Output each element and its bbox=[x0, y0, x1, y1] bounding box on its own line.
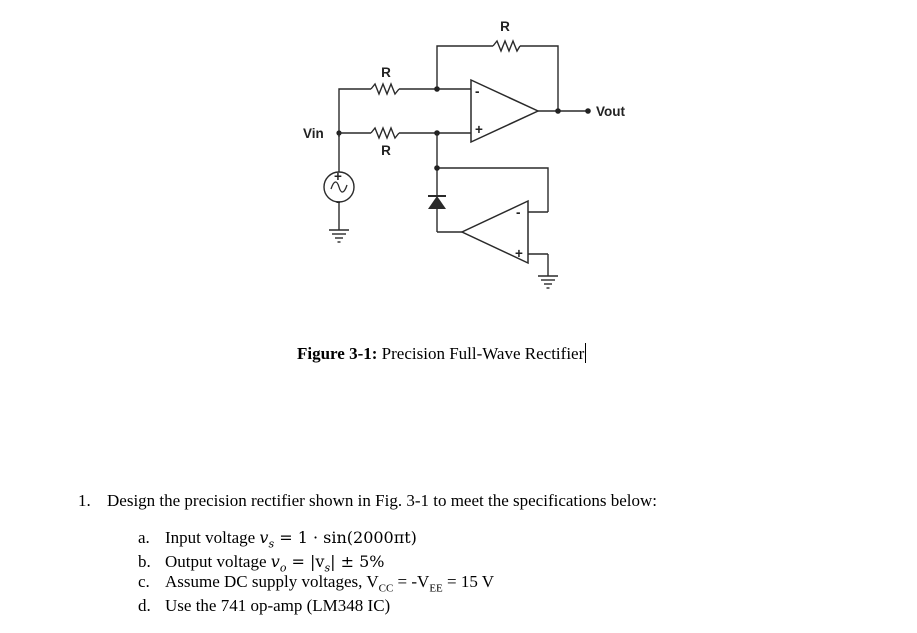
resistor-top bbox=[338, 82, 471, 137]
resistor-bottom bbox=[339, 126, 471, 140]
item-text-a: Assume DC supply voltages, V bbox=[165, 572, 379, 591]
question-text: Design the precision rectifier shown in … bbox=[107, 491, 658, 510]
list-item-d: d. Use the 741 op-amp (LM348 IC) bbox=[138, 596, 390, 616]
vout-terminal bbox=[585, 108, 591, 114]
item-letter: d. bbox=[138, 596, 151, 615]
junction-node-diode bbox=[434, 165, 440, 171]
source-plus: + bbox=[334, 169, 342, 184]
r-top-label: R bbox=[381, 65, 391, 80]
r-feedback-label: R bbox=[500, 19, 510, 34]
caption-text: Precision Full-Wave Rectifier bbox=[377, 344, 585, 363]
diode-branch bbox=[436, 133, 549, 233]
item-text: Output voltage bbox=[165, 552, 271, 571]
opamp1-plus: + bbox=[475, 122, 483, 137]
ac-source bbox=[323, 133, 355, 230]
text-cursor bbox=[585, 343, 587, 363]
math-sub: s bbox=[268, 537, 275, 551]
caption-prefix: Figure 3-1: bbox=[297, 344, 378, 363]
vee-sub: EE bbox=[429, 582, 443, 595]
math-end: | ± 5% bbox=[330, 552, 385, 571]
vin-label: Vin bbox=[303, 126, 324, 141]
opamp-secondary bbox=[460, 199, 549, 276]
item-text-c: = 15 V bbox=[442, 572, 495, 591]
item-letter: c. bbox=[138, 572, 150, 591]
item-letter: b. bbox=[138, 552, 151, 571]
opamp2-plus: + bbox=[515, 246, 523, 261]
math-var: v bbox=[270, 552, 280, 571]
figure-caption: Figure 3-1: Precision Full-Wave Rectifie… bbox=[297, 343, 587, 364]
opamp-main bbox=[470, 78, 540, 144]
opamp1-minus: - bbox=[475, 84, 480, 99]
item-text-b: = -V bbox=[393, 572, 430, 591]
math-sub-2: s bbox=[324, 561, 331, 575]
item-text: Input voltage bbox=[165, 528, 260, 547]
ground-symbol-source bbox=[329, 229, 349, 243]
junction-node-inverting bbox=[434, 86, 440, 92]
r-bottom-label: R bbox=[381, 143, 391, 158]
math-sub: o bbox=[279, 561, 287, 575]
feedback-wire bbox=[436, 39, 559, 112]
item-letter: a. bbox=[138, 528, 150, 547]
list-item-a: a. Input voltage vs = 1 · sin(2000πt) bbox=[138, 528, 417, 554]
question-number: 1. bbox=[78, 491, 91, 510]
vout-label: Vout bbox=[596, 104, 625, 119]
junction-node-output bbox=[555, 108, 561, 114]
list-item-c: c.Assume DC supply voltages, VCC = -VEE … bbox=[138, 572, 494, 598]
ground-symbol-opamp bbox=[538, 275, 558, 289]
diode-symbol bbox=[428, 195, 446, 209]
math-expression: = |v bbox=[286, 552, 325, 571]
vcc-sub: CC bbox=[378, 582, 394, 595]
math-expression: = 1 · sin(2000πt) bbox=[274, 528, 417, 547]
list-item-b: b. Output voltage vo = |vs| ± 5% bbox=[138, 552, 384, 578]
math-var: v bbox=[259, 528, 269, 547]
item-text: Use the 741 op-amp (LM348 IC) bbox=[165, 596, 391, 615]
source-minus: - bbox=[336, 194, 341, 209]
opamp2-minus: - bbox=[516, 205, 521, 220]
